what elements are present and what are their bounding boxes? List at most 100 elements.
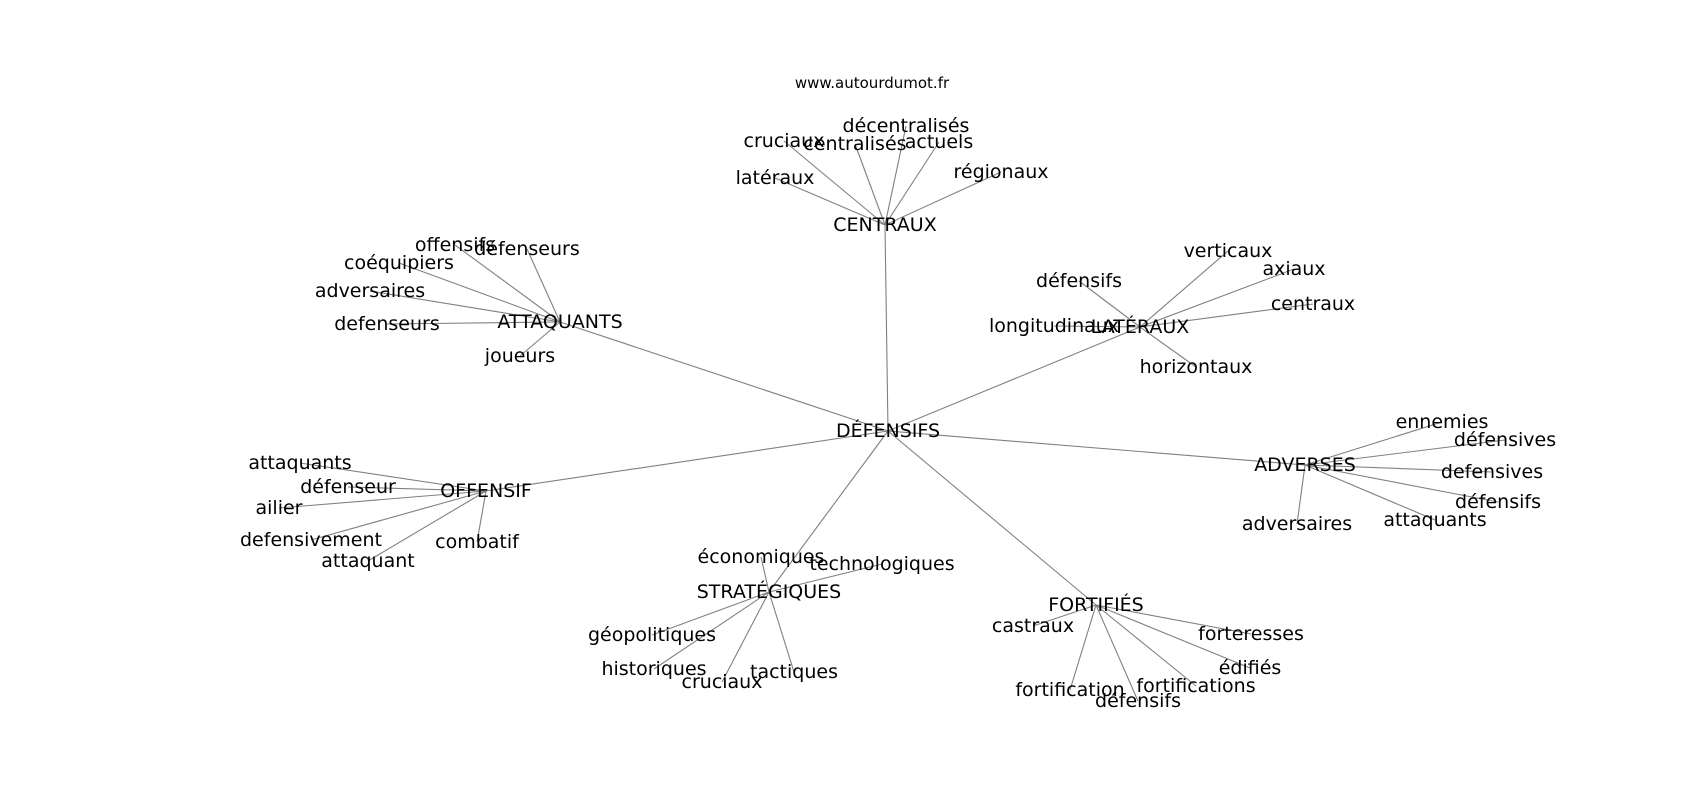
- edge-fortifies-castraux: [1032, 604, 1097, 627]
- edge-adverses-attaquants: [1304, 464, 1436, 521]
- edge-center-lateraux: [887, 326, 1141, 432]
- leaf-node-forteresses: forteresses: [1198, 623, 1304, 645]
- leaf-node-attaquants: attaquants: [248, 452, 351, 474]
- leaf-node-defenseurs: defenseurs: [334, 313, 440, 335]
- edge-adverses-defensives: [1304, 439, 1506, 466]
- edge-attaquants-defenseurs: [526, 248, 561, 323]
- leaf-node-decentralises: décentralisés: [843, 115, 970, 137]
- leaf-node-ailier: ailier: [256, 497, 303, 519]
- edge-centraux-actuels: [884, 141, 940, 226]
- edge-attaquants-joueurs: [519, 321, 561, 357]
- leaf-node-actuels: actuels: [905, 131, 973, 153]
- leaf-node-economiques: économiques: [698, 546, 825, 568]
- hub-node-centraux: CENTRAUX: [833, 214, 936, 236]
- hub-node-attaquants: ATTAQUANTS: [497, 311, 622, 333]
- hub-node-fortifies: FORTIFIÉS: [1048, 593, 1144, 616]
- leaf-node-defenseur: défenseur: [300, 476, 396, 498]
- leaf-node-historiques: historiques: [601, 658, 706, 680]
- edge-center-attaquants: [559, 321, 889, 432]
- leaf-node-offensifs: offensifs: [415, 234, 495, 256]
- leaf-node-castraux: castraux: [992, 615, 1074, 637]
- leaf-node-fortification: fortification: [1015, 679, 1124, 701]
- edge-lateraux-axiaux: [1139, 268, 1295, 328]
- leaf-node-tactiques: tactiques: [750, 661, 838, 683]
- edge-adverses-defensives: [1304, 464, 1493, 473]
- edge-attaquants-adversaires: [369, 290, 561, 323]
- edge-attaquants-coequipiers: [398, 262, 561, 323]
- leaf-node-attaquant: attaquant: [321, 550, 414, 572]
- edge-lateraux-longitudinaux: [1053, 325, 1141, 328]
- hub-node-strategiques: STRATÉGIQUES: [697, 580, 842, 603]
- edge-strategiques-economiques: [760, 556, 770, 593]
- leaf-node-longitudinaux: longitudinaux: [989, 315, 1119, 337]
- leaf-node-lateraux: latéraux: [736, 167, 815, 189]
- leaf-node-coequipiers: coéquipiers: [344, 252, 454, 274]
- edge-lateraux-verticaux: [1139, 250, 1229, 328]
- leaf-node-defensifs: défensifs: [1036, 270, 1122, 292]
- edge-centraux-regionaux: [884, 171, 1002, 226]
- node-labels: DÉFENSIFSCENTRAUXcruciauxcentralisésdéce…: [240, 115, 1556, 712]
- leaf-node-edifies: édifiés: [1219, 657, 1282, 679]
- edge-strategiques-technologiques: [768, 563, 883, 593]
- edge-adverses-ennemies: [1304, 421, 1443, 466]
- edge-offensif-combatif: [476, 490, 487, 543]
- edge-offensif-defenseur: [347, 486, 487, 492]
- edge-strategiques-tactiques: [768, 591, 795, 673]
- edges: [278, 125, 1506, 702]
- edge-strategiques-historiques: [653, 591, 770, 670]
- leaf-node-adversaires: adversaires: [1242, 513, 1352, 535]
- edge-fortifies-edifies: [1095, 604, 1251, 669]
- leaf-node-centralises: centralisés: [803, 133, 906, 155]
- edge-fortifies-defensifs: [1095, 604, 1139, 702]
- edge-fortifies-fortifications: [1095, 604, 1197, 687]
- edge-fortifies-fortification: [1069, 604, 1097, 691]
- leaf-node-regionaux: régionaux: [953, 161, 1048, 183]
- leaf-node-axiaux: axiaux: [1262, 258, 1325, 280]
- leaf-node-defensifs: défensifs: [1095, 690, 1181, 712]
- edge-lateraux-horizontaux: [1139, 326, 1197, 368]
- edge-centraux-lateraux: [774, 177, 886, 226]
- edge-strategiques-geopolitiques: [651, 591, 770, 636]
- leaf-node-cruciaux: cruciaux: [682, 671, 763, 693]
- center-node: DÉFENSIFS: [836, 419, 940, 442]
- edge-center-strategiques: [768, 430, 889, 593]
- edge-offensif-defensivement: [310, 490, 487, 541]
- leaf-node-joueurs: joueurs: [484, 345, 555, 367]
- hub-node-adverses: ADVERSES: [1254, 454, 1356, 476]
- edge-strategiques-cruciaux: [721, 591, 770, 683]
- leaf-node-verticaux: verticaux: [1184, 240, 1273, 262]
- hub-node-offensif: OFFENSIF: [440, 480, 532, 502]
- edge-adverses-adversaires: [1296, 464, 1306, 525]
- edge-attaquants-defenseurs: [386, 321, 561, 325]
- edge-offensif-ailier: [278, 490, 487, 509]
- leaf-node-technologiques: technologiques: [809, 553, 954, 575]
- source-url: www.autourdumot.fr: [795, 74, 950, 92]
- edge-attaquants-offensifs: [454, 244, 561, 323]
- leaf-node-defensifs: défensifs: [1455, 491, 1541, 513]
- edge-offensif-attaquant: [367, 490, 487, 562]
- edge-fortifies-forteresses: [1095, 604, 1252, 635]
- leaf-node-ennemies: ennemies: [1396, 411, 1489, 433]
- edge-centraux-decentralises: [884, 125, 907, 226]
- edge-lateraux-centraux: [1139, 303, 1314, 328]
- leaf-node-cruciaux: cruciaux: [744, 130, 825, 152]
- leaf-node-centraux: centraux: [1271, 293, 1355, 315]
- edge-center-fortifies: [887, 430, 1097, 606]
- leaf-node-defensives: defensives: [1441, 461, 1543, 483]
- edge-centraux-cruciaux: [783, 140, 886, 226]
- edge-center-centraux: [884, 224, 889, 432]
- leaf-node-defenseurs: défenseurs: [474, 238, 580, 260]
- edge-center-adverses: [887, 430, 1306, 466]
- leaf-node-geopolitiques: géopolitiques: [588, 624, 716, 646]
- edge-center-offensif: [485, 430, 889, 492]
- leaf-node-defensives: défensives: [1454, 429, 1556, 451]
- leaf-node-attaquants: attaquants: [1383, 509, 1486, 531]
- leaf-node-combatif: combatif: [435, 531, 520, 553]
- leaf-node-horizontaux: horizontaux: [1140, 356, 1253, 378]
- leaf-node-fortifications: fortifications: [1136, 675, 1255, 697]
- edge-lateraux-defensifs: [1078, 280, 1141, 328]
- edge-adverses-defensifs: [1304, 464, 1499, 503]
- leaf-node-adversaires: adversaires: [315, 280, 425, 302]
- leaf-node-defensivement: defensivement: [240, 529, 382, 551]
